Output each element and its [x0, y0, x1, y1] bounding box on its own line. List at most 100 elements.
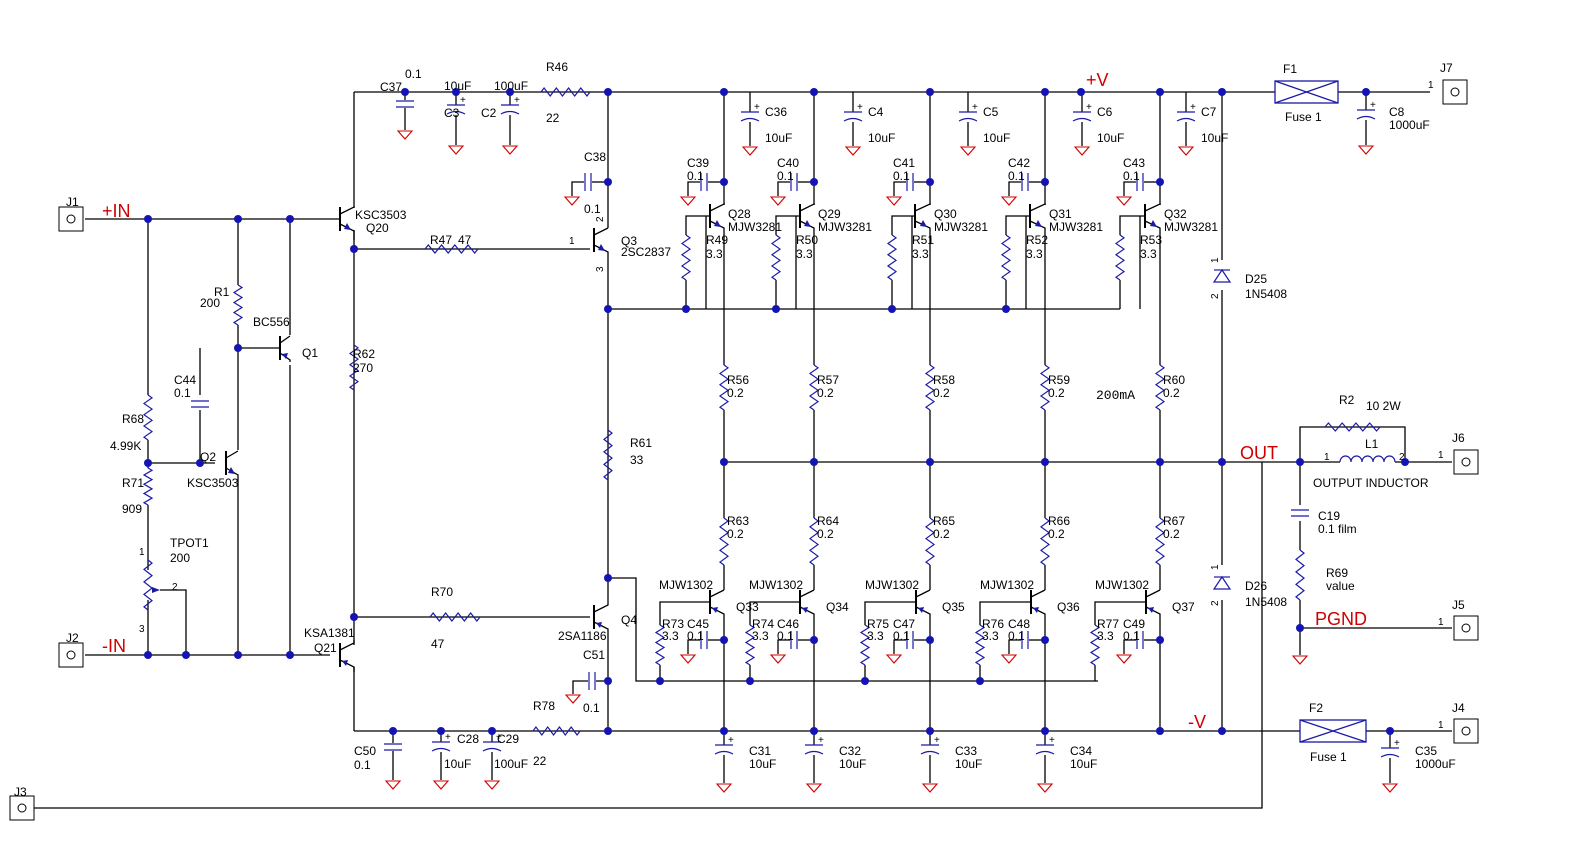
resistor-value-label: 0.2 [1048, 527, 1065, 541]
r47-value-label: 47 [458, 233, 472, 247]
transistor-ref-label: Q30 [934, 207, 957, 221]
connector-j6 [1453, 449, 1479, 475]
bias-current-annotation: 200mA [1096, 388, 1135, 403]
r78-ref-label: R78 [533, 699, 555, 713]
transistor-q35 [915, 589, 931, 620]
ground-symbol [384, 780, 402, 790]
plus-sign: + [754, 102, 760, 113]
wire [777, 181, 790, 196]
q3-pin1-label: 1 [569, 236, 575, 247]
junction-dot [1218, 727, 1226, 735]
r68-value-label: 4.99K [110, 439, 141, 453]
capacitor-value-label: 10uF [839, 757, 866, 771]
ground-symbol [921, 783, 939, 793]
junction-dot [1156, 458, 1164, 466]
potentiometer-tpot1 [143, 559, 153, 611]
junction-dot [926, 727, 934, 735]
resistor-r49 [680, 234, 692, 281]
ground-symbol [959, 146, 977, 156]
capacitor-c42 [1021, 173, 1029, 191]
capacitor-c39 [700, 173, 708, 191]
q20-part-label: KSC3503 [355, 208, 407, 222]
junction-dots [144, 88, 1409, 735]
resistor-value-label: 3.3 [1026, 247, 1043, 261]
plus-sign: + [857, 102, 863, 113]
wire [685, 215, 710, 235]
junction-dot [976, 677, 984, 685]
resistor-value-label: 3.3 [982, 629, 999, 643]
resistor-ref-label: R58 [933, 373, 955, 387]
resistor-ref-label: R64 [817, 514, 839, 528]
junction-dot [861, 677, 869, 685]
pin-label: 1 [1438, 720, 1444, 731]
c37-value-label: 0.1 [405, 67, 422, 81]
wire [1094, 601, 1146, 625]
junction-dot [1041, 636, 1049, 644]
resistor-value-label: 0.2 [1163, 527, 1180, 541]
transistor-part-label: MJW1302 [980, 578, 1034, 592]
r78-value-label: 22 [533, 754, 547, 768]
c44-ref-label: C44 [174, 373, 196, 387]
resistor-value-label: 3.3 [867, 629, 884, 643]
tpot1-pin1-label: 1 [139, 547, 145, 558]
capacitor-c49 [1136, 631, 1144, 649]
pin-label: 1 [1438, 617, 1444, 628]
tpot1-ref-label: TPOT1 [170, 536, 209, 550]
plus-sign: + [1394, 738, 1400, 749]
net-label-in-neg: -IN [102, 636, 126, 656]
capacitor-ref-label: C39 [687, 156, 709, 170]
tpot1-value-label: 200 [170, 551, 190, 565]
junction-dot [656, 677, 664, 685]
r71-value-label: 909 [122, 502, 142, 516]
c2-value-label: 100uF [494, 79, 528, 93]
junction-dot [437, 727, 445, 735]
l1-pin2-label: 2 [1399, 452, 1405, 463]
capacitor-c7: + [1176, 102, 1196, 122]
resistor-r56 [718, 364, 730, 411]
c28-value-label: 10uF [444, 757, 471, 771]
capacitor-value-label: 0.1 [777, 629, 794, 643]
capacitor-value-label: 10uF [1201, 131, 1228, 145]
capacitor-c43 [1136, 173, 1144, 191]
junction-dot [810, 178, 818, 186]
resistor-value-label: 0.2 [817, 386, 834, 400]
resistor-value-label: 3.3 [752, 629, 769, 643]
plus-sign: + [496, 732, 502, 743]
wire [160, 589, 187, 655]
net-label-in-pos: +IN [102, 201, 131, 221]
d26-ref-label: D26 [1245, 579, 1267, 593]
junction-dot [452, 88, 460, 96]
capacitor-ref-label: C33 [955, 744, 977, 758]
capacitor-c4: + [843, 102, 863, 122]
junction-dot [1296, 624, 1304, 632]
connector-j7-label: J7 [1440, 61, 1453, 75]
capacitor-value-label: 10uF [1070, 757, 1097, 771]
junction-dot [1156, 178, 1164, 186]
ground-symbol [1036, 783, 1054, 793]
transistor-part-label: MJW3281 [934, 220, 988, 234]
connector-j3-label: J3 [14, 785, 27, 799]
junction-dot [1362, 88, 1370, 96]
capacitor-value-label: 0.1 [777, 169, 794, 183]
capacitor-ref-label: C41 [893, 156, 915, 170]
junction-dot [350, 245, 358, 253]
r62-ref-label: R62 [353, 347, 375, 361]
transistor-ref-label: Q36 [1057, 600, 1080, 614]
q3-pin2-label: 2 [595, 216, 606, 222]
transistor-ref-label: Q35 [942, 600, 965, 614]
resistor-ref-label: R65 [933, 514, 955, 528]
capacitor-c5: + [958, 102, 978, 122]
junction-dot [1401, 458, 1409, 466]
resistor-value-label: 0.2 [1048, 386, 1065, 400]
r47-ref-label: R47 [430, 233, 452, 247]
transistor-q31 [1029, 202, 1046, 240]
wire [1299, 426, 1406, 462]
junction-dot [234, 215, 242, 223]
capacitor-value-label: 10uF [983, 131, 1010, 145]
junction-dot [604, 88, 612, 96]
r69-value-label: value [1326, 579, 1355, 593]
q2-part-label: KSC3503 [187, 476, 239, 490]
junction-dot [1156, 88, 1164, 96]
junction-dot [604, 178, 612, 186]
c50-value-label: 0.1 [354, 758, 371, 772]
